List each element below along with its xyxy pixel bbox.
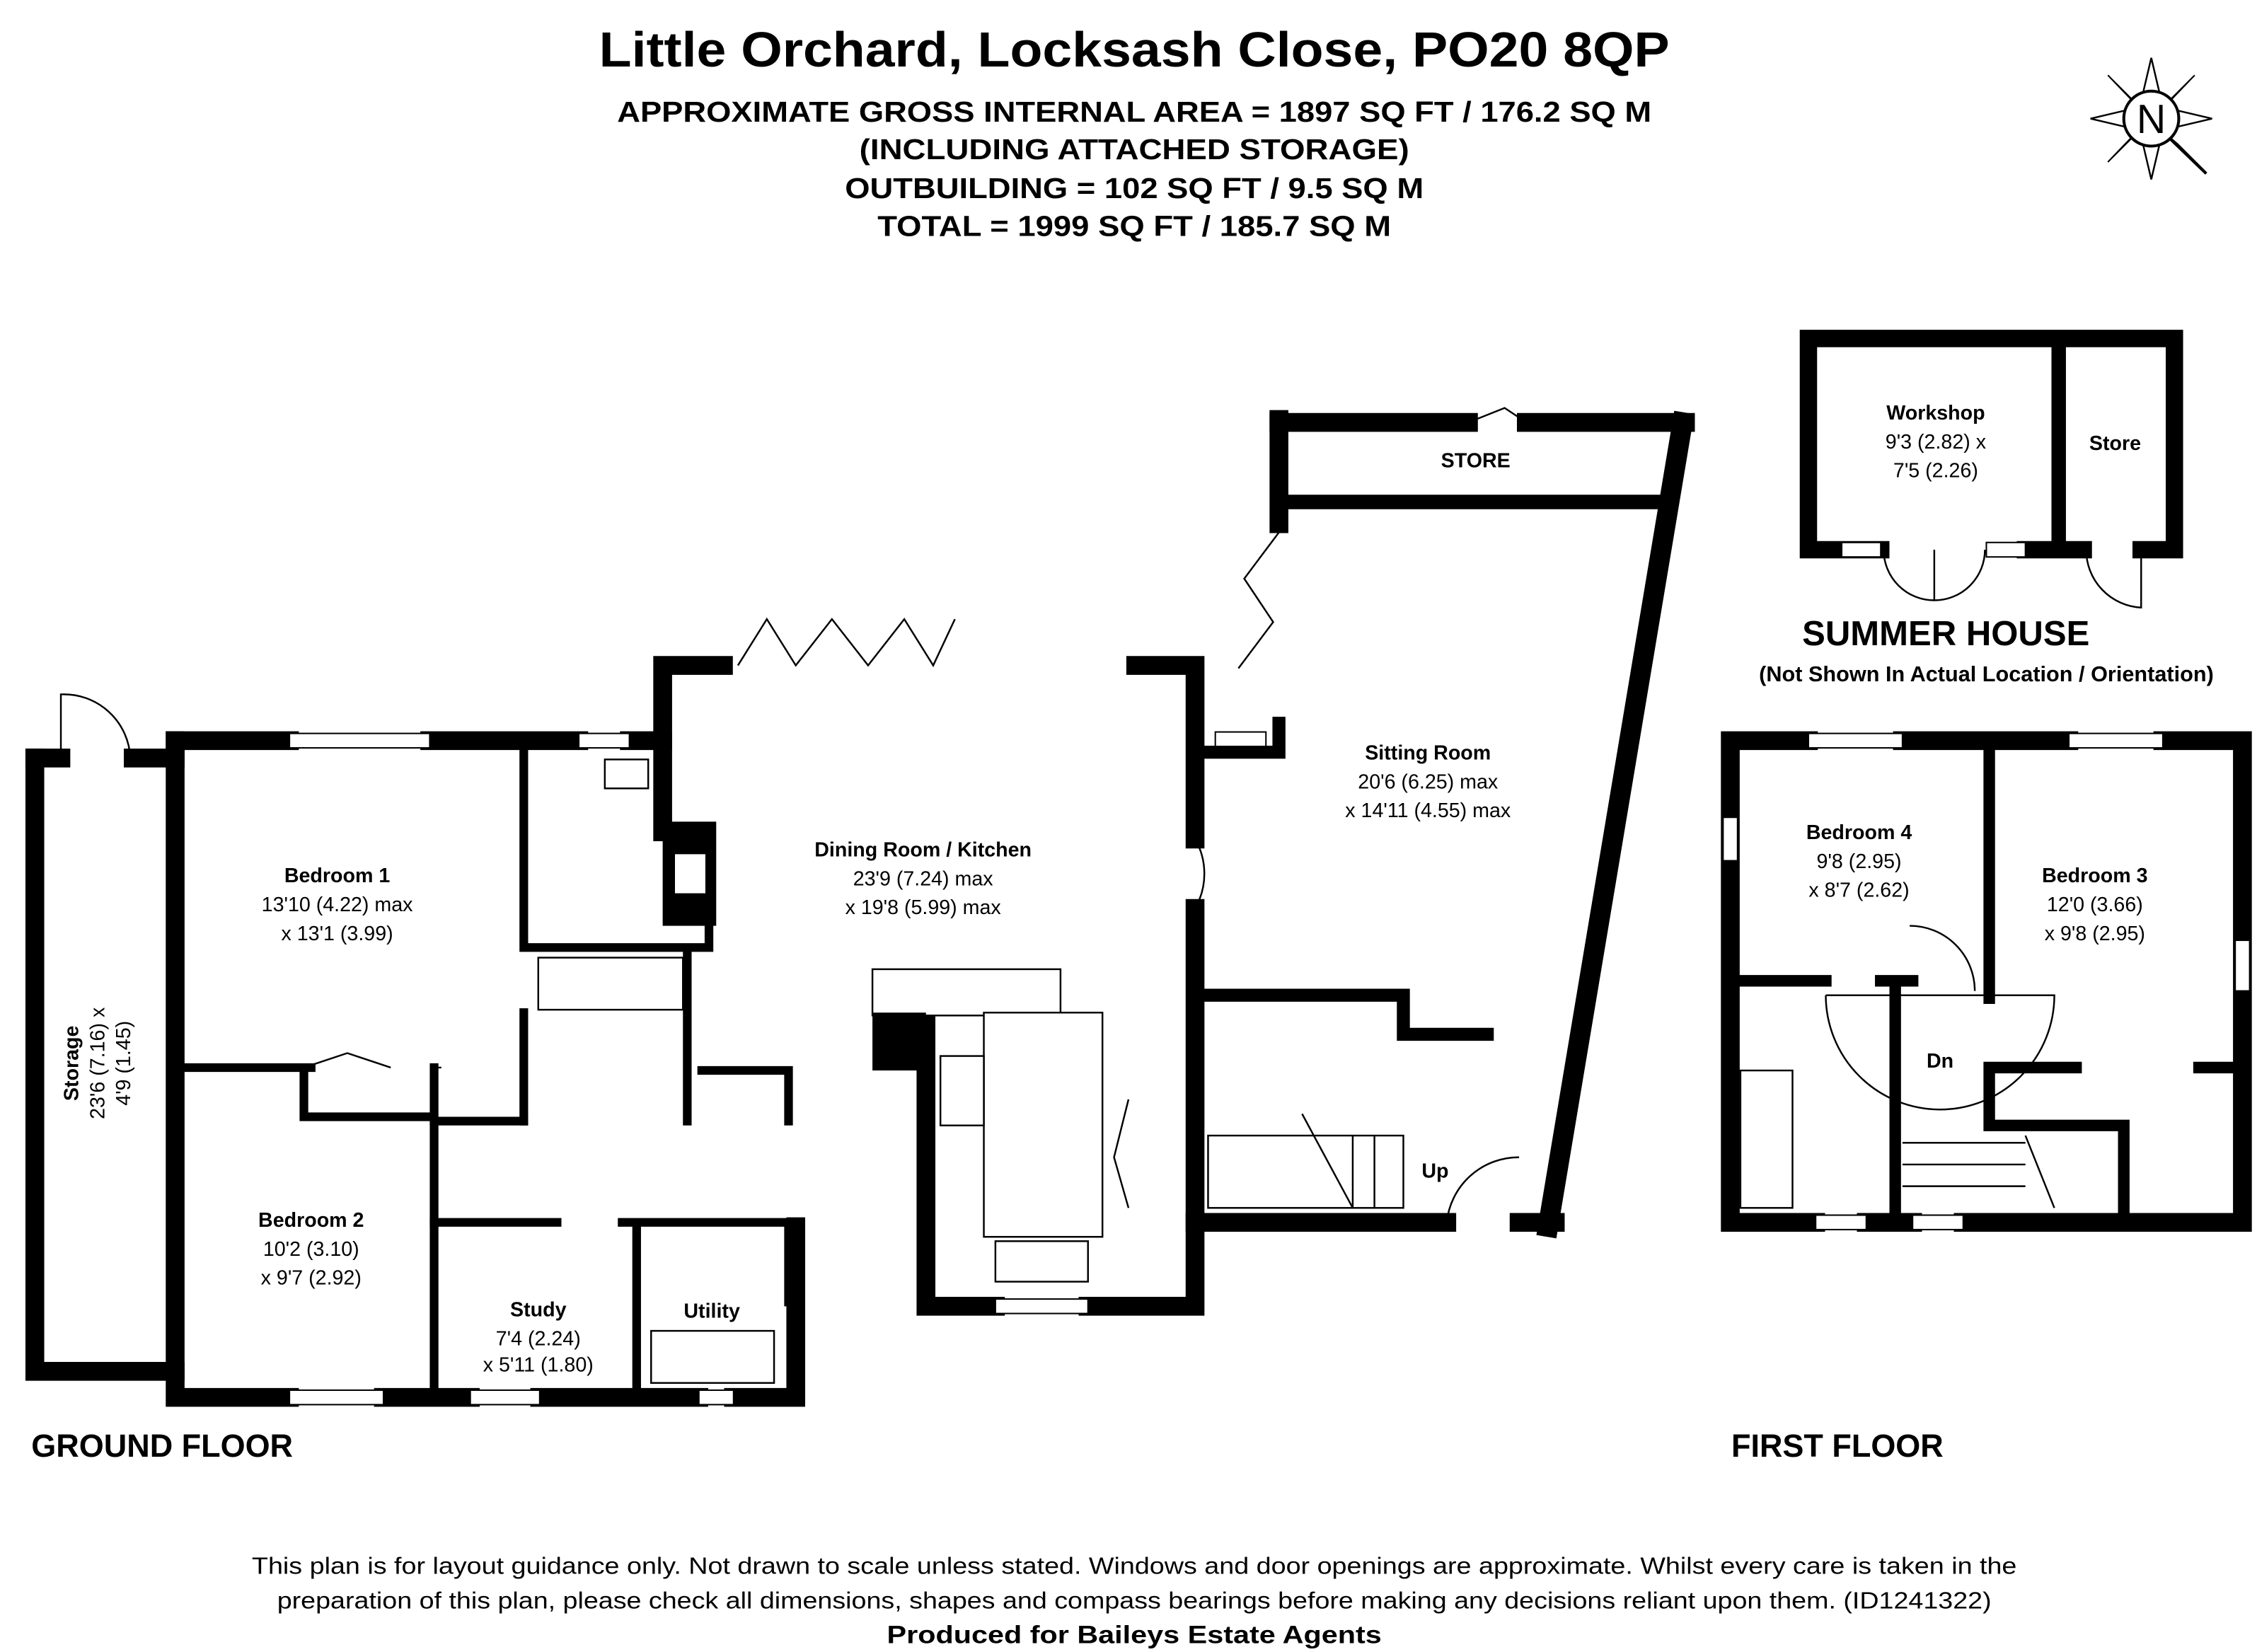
disclaimer-line: This plan is for layout guidance only. N… [252, 1553, 2016, 1580]
stairs-up-label: Up [1421, 1160, 1448, 1182]
room-workshop-dim: 9'3 (2.82) x [1886, 431, 1986, 454]
disclaimer-line: preparation of this plan, please check a… [277, 1588, 1992, 1615]
room-bedroom4-name: Bedroom 4 [1806, 821, 1912, 844]
summer-house-note: (Not Shown In Actual Location / Orientat… [1759, 662, 2214, 686]
compass-north-icon: N [2090, 57, 2212, 180]
room-study-name: Study [510, 1299, 567, 1322]
room-storage-name: Storage [61, 1026, 83, 1102]
first-floor-plan: Dn Bedroom 4 9'8 (2.95) x 8'7 (2.62) Bed… [1721, 731, 2252, 1464]
room-bedroom1-name: Bedroom 1 [284, 865, 391, 887]
room-bedroom2-dim: 10'2 (3.10) [263, 1238, 359, 1261]
room-storage-dim: 23'6 (7.16) x [86, 1007, 109, 1119]
room-store-name: STORE [1441, 449, 1511, 472]
ground-floor-label: GROUND FLOOR [31, 1428, 293, 1464]
room-workshop-dim: 7'5 (2.26) [1893, 460, 1978, 483]
area-line: OUTBUILDING = 102 SQ FT / 9.5 SQ M [845, 172, 1424, 204]
room-workshop-name: Workshop [1886, 402, 1985, 424]
room-dining-dim: x 19'8 (5.99) max [845, 896, 1001, 919]
room-bedroom3-dim: 12'0 (3.66) [2047, 894, 2143, 916]
room-bedroom2-dim: x 9'7 (2.92) [261, 1267, 362, 1290]
room-dining-dim: 23'9 (7.24) max [853, 867, 993, 890]
compass-label: N [2137, 97, 2166, 142]
room-bedroom3-dim: x 9'8 (2.95) [2045, 923, 2145, 945]
summer-house-plan: Workshop 9'3 (2.82) x 7'5 (2.26) Store S… [1759, 330, 2214, 686]
room-bedroom2-name: Bedroom 2 [258, 1209, 364, 1232]
room-bedroom3-name: Bedroom 3 [2042, 865, 2147, 887]
area-line: TOTAL = 1999 SQ FT / 185.7 SQ M [877, 209, 1391, 242]
room-bedroom1-dim: 13'10 (4.22) max [262, 894, 413, 916]
room-storage-dim: 4'9 (1.45) [112, 1021, 135, 1106]
plan-title: Little Orchard, Locksash Close, PO20 8QP [599, 22, 1670, 77]
ground-floor-plan: Up Storage 23'6 (7.16) x 4'9 (1.45) Bedr… [25, 407, 1695, 1464]
area-line: APPROXIMATE GROSS INTERNAL AREA = 1897 S… [617, 96, 1651, 128]
room-study-dim: x 5'11 (1.80) [483, 1353, 594, 1376]
first-floor-label: FIRST FLOOR [1731, 1428, 1944, 1464]
room-utility-name: Utility [683, 1300, 740, 1323]
room-bedroom4-dim: x 8'7 (2.62) [1808, 879, 1909, 902]
summer-house-label: SUMMER HOUSE [1802, 615, 2089, 653]
room-dining-name: Dining Room / Kitchen [814, 838, 1032, 861]
area-line: (INCLUDING ATTACHED STORAGE) [860, 133, 1409, 166]
room-sitting-name: Sitting Room [1365, 741, 1491, 764]
produced-for: Produced for Baileys Estate Agents [887, 1622, 1382, 1649]
room-sitting-dim: x 14'11 (4.55) max [1345, 799, 1511, 822]
room-sitting-dim: 20'6 (6.25) max [1358, 770, 1498, 793]
stairs-down-label: Dn [1927, 1050, 1953, 1073]
room-bedroom1-dim: x 13'1 (3.99) [282, 923, 393, 945]
room-shed-store-name: Store [2089, 432, 2141, 455]
room-bedroom4-dim: 9'8 (2.95) [1817, 850, 1902, 873]
room-study-dim: 7'4 (2.24) [496, 1328, 581, 1351]
